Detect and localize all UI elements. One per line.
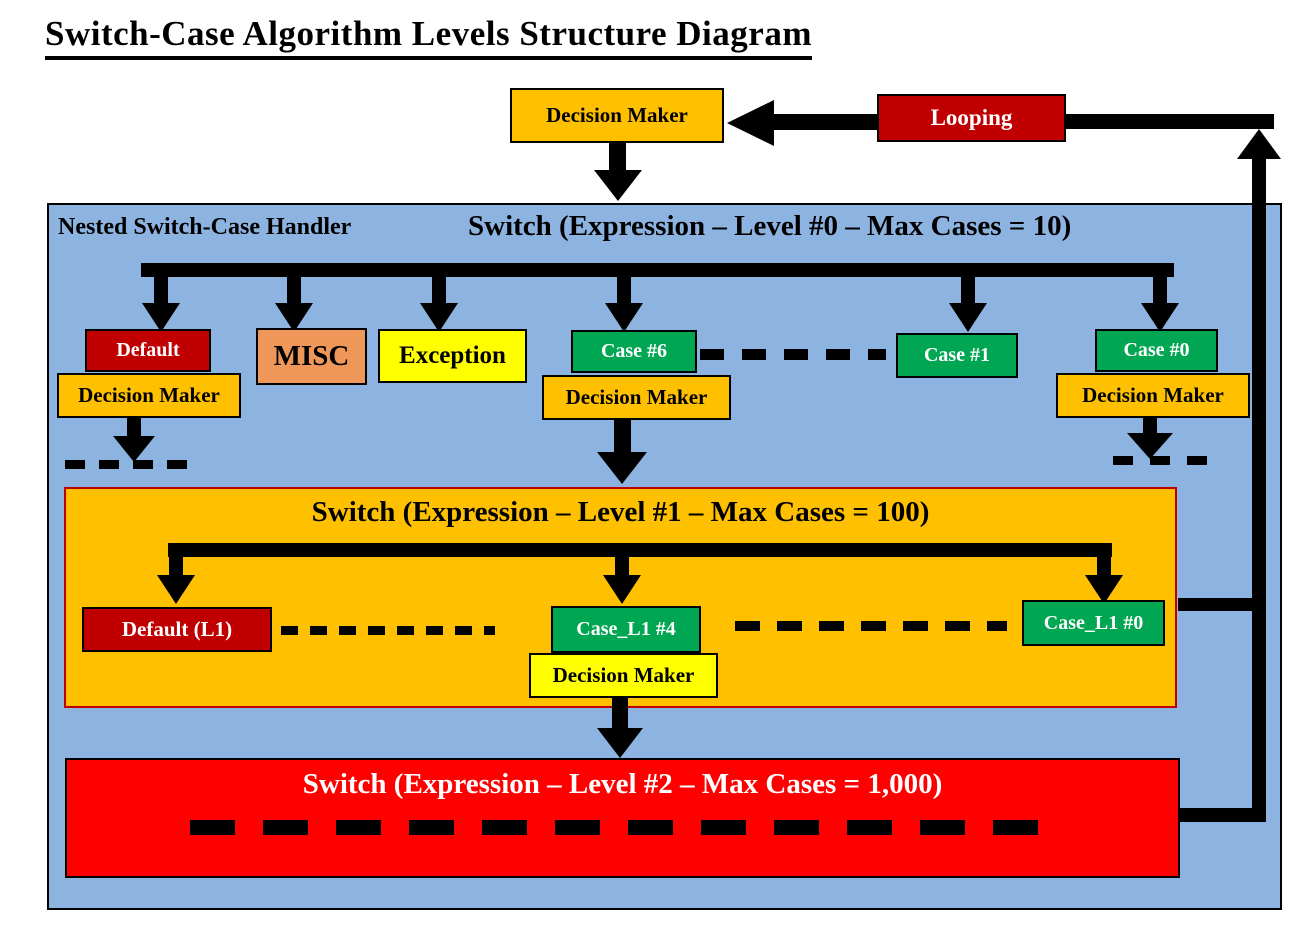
top-dm-arrow-head-icon [594,170,642,201]
default-dm-dashed-line [65,460,197,469]
level1-branch-bar [168,543,1112,557]
looping-box: Looping [877,94,1066,142]
case6-dm-arrow-shaft [614,420,631,454]
page-title: Switch-Case Algorithm Levels Structure D… [45,14,812,60]
level2-dashed-line [190,820,1052,835]
level0-drop-shaft-1 [154,275,168,305]
level1-case-4: Case_L1 #4 [551,606,701,653]
case0-dm-dashed-line [1113,456,1213,465]
level0-drop-arrow-6-icon [1141,303,1179,332]
level0-drop-shaft-6 [1153,275,1167,305]
level2-box [65,758,1180,878]
looping-arrow-head-icon [727,100,774,146]
case6-dm-arrow-head-icon [597,452,647,484]
level1-drop-shaft-1 [169,555,183,577]
level0-case-0: Case #0 [1095,329,1218,372]
level0-case-6: Case #6 [571,330,697,373]
level0-drop-shaft-2 [287,275,301,305]
level1-drop-arrow-1-icon [157,575,195,604]
level1-drop-shaft-3 [1097,555,1111,577]
level0-drop-arrow-1-icon [142,303,180,332]
level2-title: Switch (Expression – Level #2 – Max Case… [302,768,943,800]
case0-dm-arrow-head-icon [1127,433,1173,459]
level1-case-0: Case_L1 #0 [1022,600,1165,646]
handler-label: Nested Switch-Case Handler [58,214,352,240]
decision-maker-case6-box: Decision Maker [542,375,731,420]
level0-drop-shaft-4 [617,275,631,305]
default-dm-arrow-head-icon [113,436,155,462]
level0-case-exception: Exception [378,329,527,383]
level1-case-default: Default (L1) [82,607,272,652]
level0-drop-shaft-5 [961,275,975,305]
level1-dm-arrow-shaft [612,698,628,730]
default-dm-arrow-shaft [127,418,141,438]
level0-title: Switch (Expression – Level #0 – Max Case… [468,210,1072,242]
level1-drop-arrow-3-icon [1085,575,1123,604]
decision-maker-default-box: Decision Maker [57,373,241,418]
feedback-connector-level2 [1178,808,1260,822]
level0-case-1: Case #1 [896,333,1018,378]
level1-title: Switch (Expression – Level #1 – Max Case… [311,496,930,528]
level0-dashed-continuation [700,349,886,360]
top-dm-arrow-shaft [609,143,626,175]
level1-dashed-right [735,621,1007,631]
decision-maker-level1-box: Decision Maker [529,653,718,698]
feedback-arrow-up-icon [1237,129,1281,159]
level1-drop-shaft-2 [615,555,629,577]
level0-case-misc: MISC [256,328,367,385]
level0-drop-arrow-4-icon [605,303,643,332]
decision-maker-top-box: Decision Maker [510,88,724,143]
level0-case-default: Default [85,329,211,372]
level1-drop-arrow-2-icon [603,575,641,604]
level1-dashed-left [281,626,495,635]
level0-drop-shaft-3 [432,275,446,305]
level1-dm-arrow-head-icon [597,728,643,758]
feedback-line-vertical [1252,157,1266,822]
level0-drop-arrow-5-icon [949,303,987,332]
looping-arrow-shaft [771,114,878,130]
feedback-connector-level1 [1178,598,1256,611]
case0-dm-arrow-shaft [1143,418,1157,435]
level0-branch-bar [141,263,1174,277]
feedback-line-top [1066,114,1274,129]
level0-drop-arrow-2-icon [275,303,313,332]
level0-drop-arrow-3-icon [420,303,458,332]
decision-maker-case0-box: Decision Maker [1056,373,1250,418]
